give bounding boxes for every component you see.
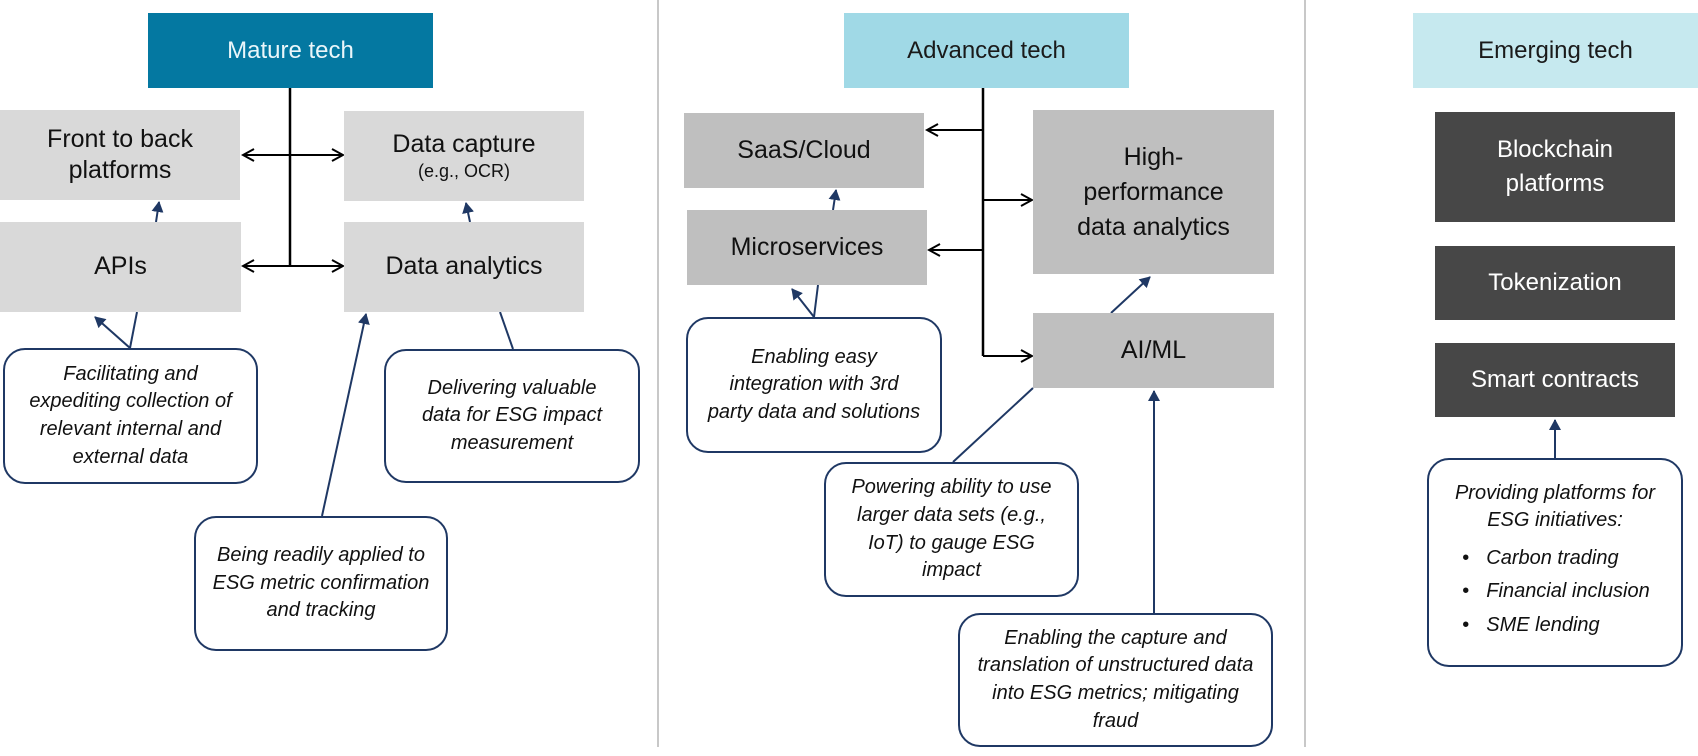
arrow-aiml-to-hpda: [1110, 276, 1151, 314]
initiative-item: Carbon trading: [1460, 545, 1649, 573]
callout-data-analytics: Being readily applied to ESG metric conf…: [194, 516, 448, 651]
node-label: SaaS/Cloud: [737, 135, 871, 164]
callout-analytics-arrow: [321, 313, 370, 517]
node-label: Blockchain platforms: [1496, 136, 1614, 197]
callout-text: Powering ability to use larger data sets…: [851, 476, 1052, 582]
callout-text: Enabling easy integration with 3rd party…: [707, 345, 921, 423]
callout-apis-arrow: [94, 316, 131, 349]
callout-hpda: Powering ability to use larger data sets…: [824, 462, 1079, 597]
column-divider-2: [1304, 0, 1306, 747]
callout-apis-stem: [129, 311, 138, 349]
node-smart-contracts: Smart contracts: [1435, 343, 1675, 417]
callout-smart-contracts: Providing platforms for ESG initiatives:…: [1427, 458, 1683, 667]
node-blockchain-platforms: Blockchain platforms: [1435, 112, 1675, 222]
node-tokenization: Tokenization: [1435, 246, 1675, 320]
advanced-tech-header-label: Advanced tech: [907, 36, 1066, 64]
node-label: AI/ML: [1120, 335, 1187, 364]
arrow-analytics-to-capture: [462, 202, 474, 223]
node-label: APIs: [94, 252, 147, 281]
column-divider-1: [657, 0, 659, 747]
node-label: Data capture: [392, 130, 536, 159]
emerging-tech-header-label: Emerging tech: [1478, 36, 1633, 64]
mature-tech-header-label: Mature tech: [227, 36, 354, 64]
callout-text: Being readily applied to ESG metric conf…: [212, 544, 430, 622]
node-ai-ml: AI/ML: [1033, 313, 1274, 388]
callout-micro-stem: [813, 284, 819, 318]
initiative-item: SME lending: [1460, 612, 1649, 640]
callout-hpda-stem: [952, 387, 1034, 463]
node-label: Data analytics: [385, 252, 543, 281]
node-saas-cloud: SaaS/Cloud: [684, 113, 924, 188]
callout-apis: Facilitating and expediting collection o…: [3, 348, 258, 484]
callout-micro-arrow: [791, 288, 815, 318]
callout-ai-ml: Enabling the capture and translation of …: [958, 613, 1273, 747]
node-apis: APIs: [0, 222, 241, 312]
callout-text: Delivering valuable data for ESG impact …: [421, 376, 603, 454]
node-label: Front to back platforms: [47, 124, 193, 184]
arrow-micro-to-saas: [828, 189, 841, 211]
initiatives-list: Carbon trading Financial inclusion SME l…: [1460, 539, 1649, 646]
callout-data-capture: Delivering valuable data for ESG impact …: [384, 349, 640, 483]
node-sublabel: (e.g., OCR): [417, 161, 510, 182]
callout-capture-stem: [499, 311, 514, 350]
node-data-analytics: Data analytics: [344, 222, 584, 312]
node-front-to-back-platforms: Front to back platforms: [0, 110, 240, 200]
advanced-tech-header: Advanced tech: [844, 13, 1129, 88]
callout-text: Enabling the capture and translation of …: [977, 626, 1254, 732]
node-label: High-performance data analytics: [1077, 142, 1230, 241]
node-high-performance-data-analytics: High-performance data analytics: [1033, 110, 1274, 274]
arrow-apis-to-front: [151, 201, 164, 223]
emerging-tech-header: Emerging tech: [1413, 13, 1698, 88]
initiative-item: Financial inclusion: [1460, 578, 1649, 606]
node-data-capture: Data capture (e.g., OCR): [344, 111, 584, 201]
callout-microservices: Enabling easy integration with 3rd party…: [686, 317, 942, 453]
node-label: Tokenization: [1488, 269, 1622, 296]
mature-tech-header: Mature tech: [148, 13, 433, 88]
callout-intro-text: Providing platforms for ESG initiatives:: [1454, 481, 1656, 532]
node-microservices: Microservices: [687, 210, 927, 285]
node-label: Smart contracts: [1470, 366, 1640, 393]
callout-text: Facilitating and expediting collection o…: [29, 362, 232, 468]
node-label: Microservices: [730, 232, 884, 261]
